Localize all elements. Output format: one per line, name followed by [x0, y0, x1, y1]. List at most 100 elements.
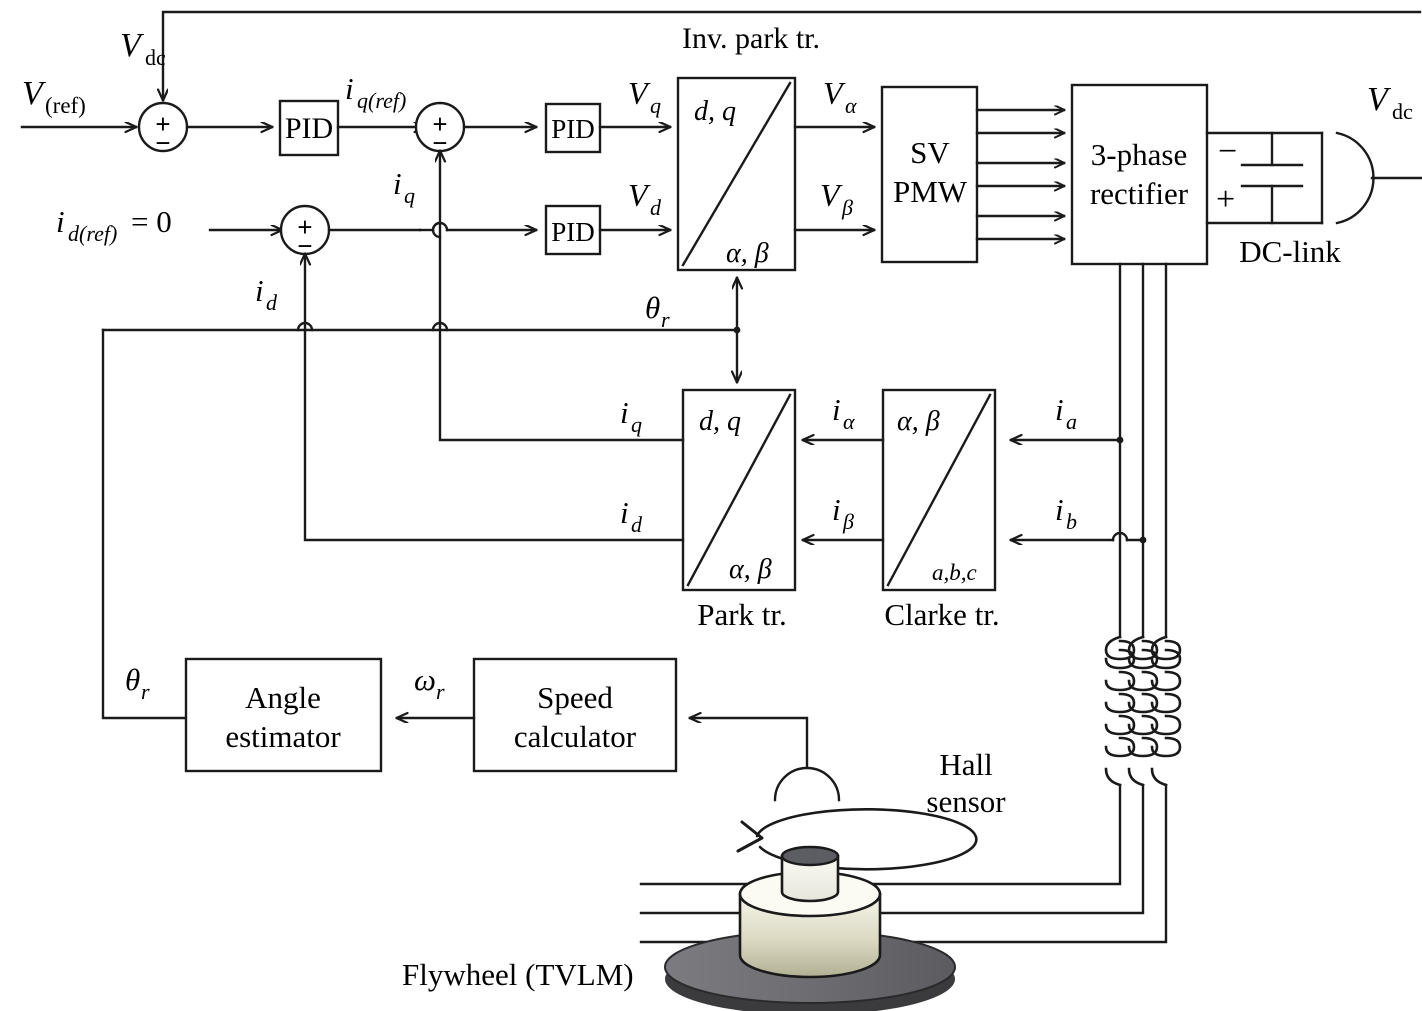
inv-park-caption: Inv. park tr.: [682, 22, 820, 55]
angle-estimator-line1: Angle: [245, 680, 321, 715]
wire-current-ia: [1011, 437, 1124, 444]
label-v-beta: V β: [820, 177, 853, 220]
wire-angle-estimator-output: [101, 328, 188, 720]
label-iq-feedback: i q: [393, 166, 415, 208]
label-theta-r-mid: θ r: [645, 290, 670, 332]
label-iq-ref: i q(ref): [345, 71, 406, 113]
clarke-diagonal: [886, 393, 992, 587]
svg-text:d: d: [631, 512, 643, 537]
park-top-label: d, q: [699, 406, 741, 437]
dc-link-label: DC-link: [1239, 234, 1341, 269]
wire-vdc-feedback: [163, 10, 1422, 100]
svg-text:d: d: [650, 195, 662, 220]
flywheel-label: Flywheel (TVLM): [402, 957, 634, 992]
clarke-top-label: α, β: [897, 406, 940, 437]
label-park-iq: i q: [620, 395, 642, 437]
svg-text:V: V: [820, 177, 843, 213]
svg-text:q: q: [404, 183, 415, 208]
svg-text:q: q: [650, 93, 661, 118]
wire-id-feedback: [305, 254, 685, 542]
svg-text:V: V: [628, 75, 651, 111]
inv-park-diagonal: [681, 81, 792, 267]
sum1-plus: +: [155, 109, 170, 139]
label-v-alpha: V α: [823, 75, 857, 118]
svg-text:i: i: [255, 273, 264, 308]
svg-text:β: β: [841, 195, 853, 220]
svg-text:i: i: [832, 392, 841, 427]
speed-calculator-line1: Speed: [537, 680, 613, 715]
svg-text:r: r: [436, 679, 445, 704]
wire-hop: [431, 221, 442, 239]
label-park-id: i d: [620, 495, 643, 537]
svg-text:V: V: [823, 75, 846, 111]
label-v-ref: V (ref): [22, 75, 86, 118]
park-bottom-label: α, β: [729, 554, 772, 585]
svg-text:i: i: [1055, 392, 1064, 427]
svg-text:d(ref): d(ref): [68, 221, 117, 246]
svg-text:i: i: [56, 204, 65, 239]
label-i-alpha: i α: [832, 392, 855, 434]
pid-voltage-label: PID: [285, 112, 333, 145]
pid-voltage-block: [278, 99, 340, 157]
svg-text:= 0: = 0: [131, 204, 172, 239]
svg-text:i: i: [1055, 492, 1064, 527]
svg-text:d: d: [266, 290, 278, 315]
label-vq: V q: [628, 75, 661, 118]
pid-d-block: [544, 204, 602, 256]
dc-link-circuit: [1205, 131, 1422, 225]
svg-text:α: α: [845, 93, 857, 118]
rectifier-line1: 3-phase: [1091, 137, 1187, 172]
svg-text:dc: dc: [1392, 99, 1413, 124]
wire-iq-feedback: [431, 151, 685, 442]
park-diagonal: [686, 393, 792, 587]
flywheel-rotor-body: [738, 892, 882, 979]
svg-text:q: q: [631, 412, 642, 437]
hall-sensor-line2: sensor: [926, 784, 1006, 819]
pid-d-label: PID: [551, 217, 595, 247]
wire-hall-sensor: [690, 718, 841, 802]
angle-estimator-line2: estimator: [225, 719, 341, 754]
rectifier-line2: rectifier: [1090, 176, 1189, 211]
flywheel-illustration: [664, 808, 978, 1011]
hall-sensor-line1: Hall: [939, 747, 992, 782]
svg-text:i: i: [345, 71, 354, 106]
wires-winding-to-flywheel: [639, 783, 1168, 944]
dc-plus-sign: +: [1216, 181, 1235, 218]
wires-svpwm-to-rectifier: [975, 110, 1064, 239]
wire-hop: [1111, 531, 1129, 542]
label-id-feedback: i d: [255, 273, 278, 315]
sum2-minus: −: [432, 128, 447, 158]
svg-text:r: r: [141, 679, 150, 704]
svg-text:i: i: [832, 492, 841, 527]
sum3-minus: −: [297, 231, 312, 261]
label-vd: V d: [628, 177, 662, 220]
svg-text:i: i: [393, 166, 402, 201]
motor-windings: [1104, 635, 1182, 787]
pid-q-block: [544, 102, 602, 154]
label-i-a: i a: [1055, 392, 1077, 434]
speed-calculator-block: [472, 657, 678, 773]
flywheel-hub-top: [780, 845, 840, 867]
clarke-caption: Clarke tr.: [884, 597, 999, 632]
angle-estimator-block: [184, 657, 383, 773]
label-i-b: i b: [1055, 492, 1077, 534]
sum3-plus: +: [297, 212, 312, 242]
svg-text:V: V: [628, 177, 651, 213]
label-omega-r: ω r: [414, 662, 445, 704]
svg-text:V: V: [22, 75, 47, 112]
pid-q-label: PID: [551, 114, 595, 144]
label-theta-r-left: θ r: [125, 662, 150, 704]
clarke-bottom-label: a,b,c: [932, 560, 977, 585]
speed-calculator-line2: calculator: [514, 719, 637, 754]
label-id-ref: i d(ref) = 0: [56, 204, 172, 246]
svg-text:(ref): (ref): [45, 93, 86, 118]
svg-text:θ: θ: [125, 662, 140, 697]
wires-rectifier-phases: [1118, 262, 1168, 639]
inv-park-bottom-label: α, β: [726, 238, 769, 269]
sv-pwm-line1: SV: [910, 135, 950, 170]
sum2-plus: +: [432, 109, 447, 139]
label-i-beta: i β: [832, 492, 854, 534]
svg-text:b: b: [1066, 509, 1077, 534]
wire-current-ib: [1011, 531, 1147, 543]
